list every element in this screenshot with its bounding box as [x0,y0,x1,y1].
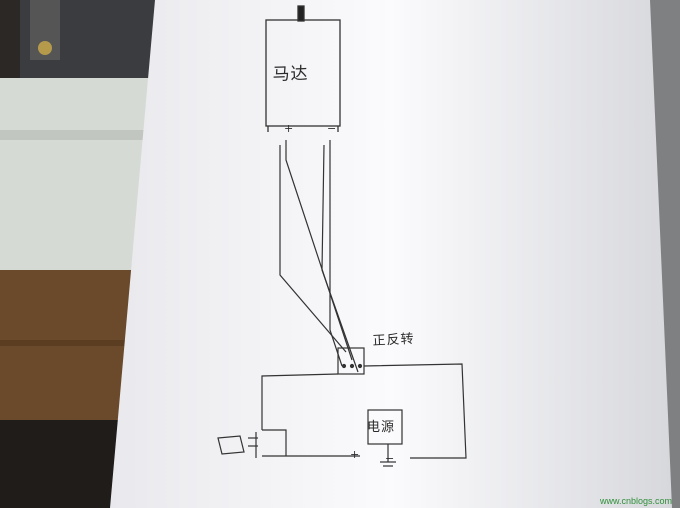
battery-minus-label: − [385,452,396,465]
motor-minus-label: − [327,122,338,135]
watermark: www.cnblogs.com [599,496,672,506]
power-box [367,409,403,467]
motor-wires [279,140,359,373]
motor-box [265,5,341,132]
motor-label: 马达 [272,63,309,85]
plug-symbol [217,432,258,458]
power-label: 电源 [367,420,396,435]
switch-block [337,347,365,375]
motor-plus-label: + [284,122,295,135]
paper-sheet [110,0,672,508]
switch-label: 正反转 [372,331,415,349]
circuit-loop [261,363,467,459]
battery-plus-label: + [350,448,361,461]
